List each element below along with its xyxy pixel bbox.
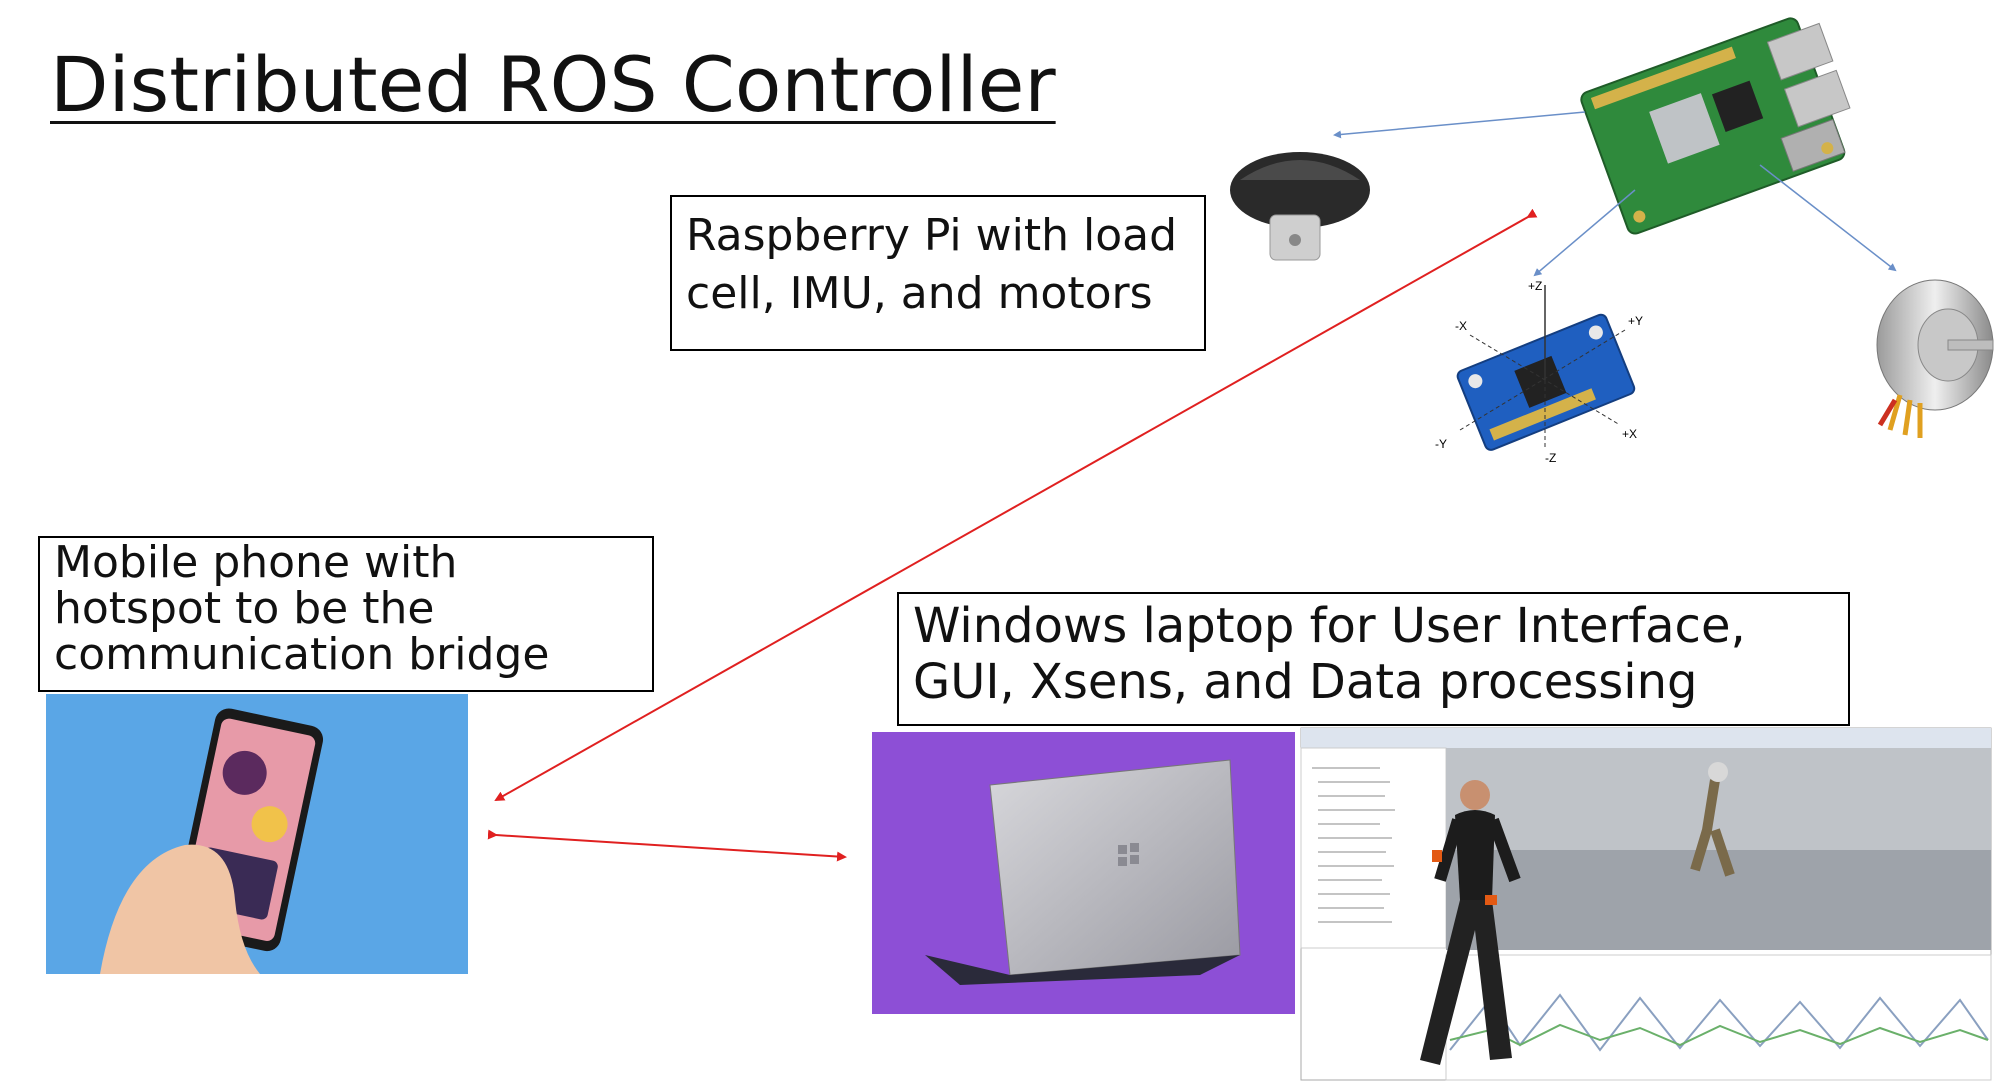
- load-cell-image: [1230, 152, 1370, 261]
- xsens-walking-person-image: [1420, 780, 1521, 1065]
- imu-axis-y-neg: -Y: [1435, 437, 1447, 451]
- rpi-to-load-cell-arrow: [1333, 111, 1586, 139]
- imu-axis-x-pos: +X: [1622, 427, 1637, 441]
- mobile-phone-image: [46, 694, 468, 974]
- rpi-to-imu-arrow: [1533, 189, 1636, 277]
- imu-axis-z-neg: -Z: [1545, 451, 1556, 465]
- mobile-phone-label-line-1: Mobile phone with: [54, 537, 458, 588]
- imu-axis-x-neg: -X: [1455, 319, 1467, 333]
- phone-to-laptop-arrow: [487, 829, 847, 862]
- pi-to-phone-arrow: [494, 208, 1538, 801]
- motor-image: [1876, 279, 1994, 438]
- page-title: Distributed ROS Controller: [50, 40, 1056, 129]
- mobile-phone-label-line-2: hotspot to be the: [54, 583, 435, 634]
- imu-axis-y-pos: +Y: [1628, 314, 1643, 328]
- laptop-image: [872, 732, 1295, 1014]
- imu-axis-z-pos: +Z: [1528, 279, 1542, 293]
- xsens-software-screenshot: [1300, 727, 1992, 1081]
- rpi-to-motor-arrow: [1759, 164, 1897, 272]
- imu-image: +Z -Z +X -X +Y -Y: [1435, 279, 1643, 465]
- mobile-phone-label-line-3: communication bridge: [54, 629, 550, 680]
